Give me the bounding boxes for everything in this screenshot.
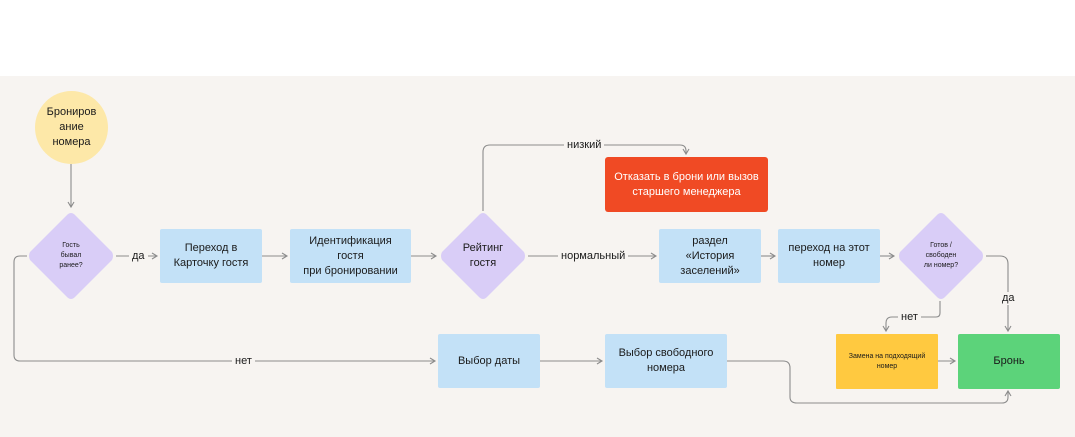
- node-choose-date-label: Выбор даты: [457, 354, 521, 367]
- node-identify-guest: Идентификация гостя при бронировании: [290, 229, 411, 283]
- edge-label-yes-ready: да: [999, 292, 1018, 305]
- node-choose-free-room: Выбор свободного номера: [605, 334, 727, 388]
- edge-label-normal: нормальный: [558, 250, 629, 263]
- node-choose-date: Выбор даты: [438, 334, 540, 388]
- node-booking: Бронь: [958, 334, 1060, 389]
- edge-label-no-visited: нет: [232, 355, 255, 368]
- edge-free-to-booking: [727, 360, 1012, 404]
- decision-guest-visited-label: Гость бывал ранее?: [59, 242, 83, 269]
- decision-guest-visited: Гость бывал ранее?: [26, 211, 116, 301]
- node-stay-history: раздел «История заселений»: [659, 229, 761, 283]
- node-choose-free-room-label: Выбор свободного номера: [618, 347, 714, 374]
- edge-label-yes-visited: да: [129, 250, 148, 263]
- node-replace-room-label: Замена на подходящий номер: [848, 352, 926, 370]
- decision-guest-rating: Рейтинг гостя: [438, 211, 528, 301]
- node-stay-history-label: раздел «История заселений»: [680, 234, 740, 277]
- start-node: Брониров ание номера: [35, 91, 108, 164]
- edge-label-no-ready: нет: [898, 311, 921, 324]
- node-replace-room: Замена на подходящий номер: [836, 334, 938, 389]
- edge-label-low: низкий: [564, 139, 605, 152]
- decision-room-ready: Готов / свободен ли номер?: [896, 211, 986, 301]
- start-label: Брониров ание номера: [46, 106, 97, 148]
- node-refuse-booking-label: Отказать в брони или вызов старшего мене…: [614, 170, 759, 198]
- node-booking-label: Бронь: [993, 355, 1025, 367]
- node-refuse-booking: Отказать в брони или вызов старшего мене…: [605, 157, 768, 212]
- edge-ready-yes: [986, 255, 1012, 333]
- edge-visited-no: [13, 255, 437, 365]
- decision-room-ready-label: Готов / свободен ли номер?: [923, 242, 959, 269]
- decision-guest-rating-label: Рейтинг гостя: [462, 242, 504, 269]
- node-go-to-room-label: переход на этот номер: [788, 242, 870, 269]
- node-guest-card: Переход в Карточку гостя: [160, 229, 262, 283]
- node-go-to-room: переход на этот номер: [778, 229, 880, 283]
- node-identify-guest-label: Идентификация гостя при бронировании: [303, 234, 398, 277]
- node-guest-card-label: Переход в Карточку гостя: [173, 242, 249, 269]
